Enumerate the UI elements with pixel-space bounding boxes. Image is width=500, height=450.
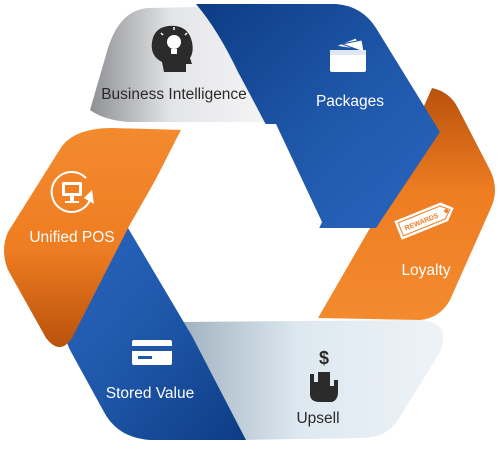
- segment-unified-pos: [4, 128, 184, 347]
- label-business-intelligence: Business Intelligence: [101, 86, 247, 103]
- card-icon: [132, 340, 172, 365]
- head-lightbulb-icon: [151, 25, 193, 72]
- wallet-cash-icon: [330, 37, 366, 72]
- label-upsell: Upsell: [296, 410, 339, 427]
- label-stored-value: Stored Value: [106, 385, 194, 402]
- segment-stored-value: [65, 228, 246, 440]
- segment-packages: [196, 4, 440, 228]
- monitor-refresh-icon: [50, 171, 94, 213]
- label-packages: Packages: [316, 93, 384, 110]
- label-loyalty: Loyalty: [401, 262, 450, 279]
- center-hexagon: [134, 124, 322, 320]
- hand-dollar-icon: $: [310, 348, 338, 402]
- segment-loyalty: [318, 88, 495, 320]
- svg-text:$: $: [319, 348, 329, 368]
- label-unified-pos: Unified POS: [29, 229, 114, 246]
- rewards-tag-icon: REWARDS: [394, 202, 454, 240]
